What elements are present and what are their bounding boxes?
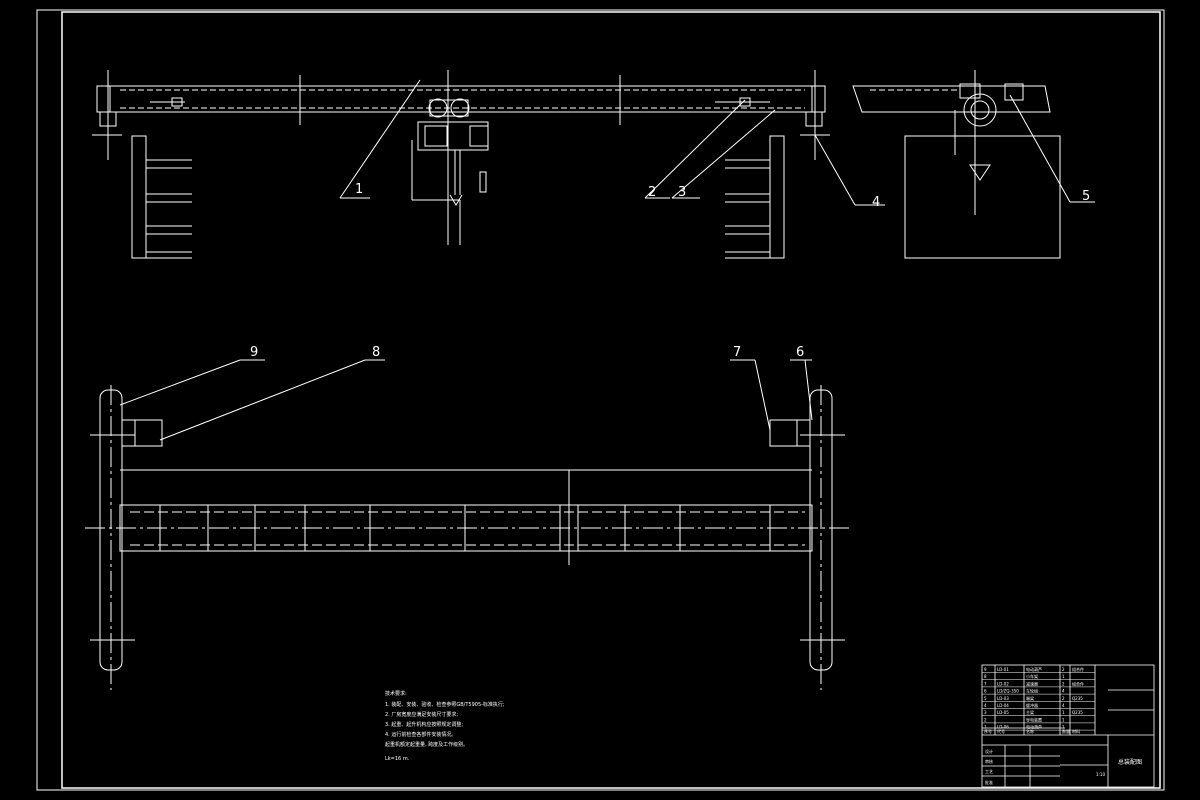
parts-cell: Q235 (1072, 710, 1083, 715)
parts-cell: 电动葫芦 (1026, 724, 1042, 730)
note-line: 2. 厂房宽度应满足安装尺寸要求; (385, 711, 458, 718)
parts-cell: 5 (984, 696, 987, 701)
parts-header-cell: 代号 (997, 728, 1005, 734)
parts-cell: LD-03 (997, 696, 1009, 701)
parts-cell: 车轮组 (1026, 688, 1038, 694)
title-block (981, 664, 1155, 788)
callout-3: 3 (678, 185, 686, 200)
callout-2: 2 (648, 185, 656, 200)
notes-footer: Lk=16 m. (385, 756, 410, 762)
parts-cell: 1 (1062, 725, 1065, 730)
parts-cell: 1 (1062, 674, 1065, 679)
parts-cell: LD/ZQ-350 (997, 689, 1019, 694)
leader-lines (119, 79, 1095, 441)
plan-view (85, 385, 850, 690)
callout-labels: 1 2 3 4 5 6 7 8 9 (250, 182, 1090, 360)
note-line: 起重机额定起重量, 跨度及工作级别。 (385, 741, 468, 748)
parts-cell: 3 (984, 710, 987, 715)
parts-cell: 导电装置 (1026, 716, 1042, 722)
signature-label: 设计 (985, 748, 993, 754)
callout-7: 7 (733, 345, 741, 360)
side-view (852, 70, 1061, 259)
parts-list: 9 LD-01 电动葫芦 2 组合件 8 小车架 1 7 LD-02 减速器 2 组合件 6 LD/ZQ-3… (982, 666, 1095, 734)
parts-cell: 1 (984, 725, 987, 730)
callout-6: 6 (796, 345, 804, 360)
outer-border (36, 9, 1165, 791)
scale-value: 1:10 (1096, 772, 1105, 777)
notes-heading: 技术要求: (385, 690, 407, 697)
parts-cell: 6 (984, 689, 987, 694)
parts-cell: 电动葫芦 (1026, 666, 1042, 672)
note-line: 4. 运行前检查各部件安装情况。 (385, 731, 456, 738)
parts-cell: 4 (984, 703, 987, 708)
front-view (92, 70, 830, 259)
signature-label: 工艺 (985, 769, 993, 774)
parts-cell: 2 (1062, 667, 1065, 672)
parts-cell: 4 (1062, 703, 1065, 708)
signature-label: 批准 (985, 779, 993, 785)
callout-1: 1 (355, 182, 363, 197)
parts-cell: 7 (984, 681, 987, 686)
parts-cell: 2 (1062, 696, 1065, 701)
signature-label: 审核 (985, 758, 993, 764)
parts-cell: Q235 (1072, 696, 1083, 701)
parts-cell: LD-06 (997, 725, 1009, 730)
parts-cell: 8 (984, 674, 987, 679)
note-line: 3. 起重、起升机构应按照规定调整; (385, 721, 463, 728)
parts-cell: 1 (1062, 717, 1065, 722)
inner-border (61, 11, 1161, 789)
callout-4: 4 (872, 195, 880, 210)
parts-header-cell: 数量 (1062, 728, 1070, 734)
parts-cell: 2 (1062, 681, 1065, 686)
parts-cell: LD-02 (997, 681, 1009, 686)
parts-cell: 2 (984, 717, 987, 722)
parts-cell: 组合件 (1072, 680, 1084, 686)
parts-cell: 减速器 (1026, 680, 1038, 686)
parts-cell: 端梁 (1026, 695, 1034, 701)
callout-5: 5 (1082, 189, 1090, 204)
callout-9: 9 (250, 345, 258, 360)
parts-cell: 小车架 (1026, 673, 1038, 679)
parts-cell: LD-01 (997, 667, 1009, 672)
title-block-text: 总装配图 1:10 设计 审核 工艺 批准 (985, 748, 1142, 785)
parts-cell: LD-05 (997, 710, 1009, 715)
parts-cell: LD-04 (997, 703, 1009, 708)
parts-cell: 1 (1062, 710, 1065, 715)
parts-cell: 9 (984, 667, 987, 672)
parts-header-cell: 材料 (1072, 728, 1080, 734)
parts-cell: 主梁 (1026, 709, 1034, 715)
drawing-title: 总装配图 (1118, 758, 1142, 766)
parts-header-cell: 名称 (1026, 728, 1034, 734)
callout-8: 8 (372, 345, 380, 360)
note-line: 1. 装配、安装、验收、检查参照GB/T5905-标准执行; (385, 701, 505, 708)
technical-notes: 技术要求: 1. 装配、安装、验收、检查参照GB/T5905-标准执行; 2. … (385, 690, 505, 762)
parts-header-cell: 序号 (984, 728, 992, 734)
parts-cell: 缓冲器 (1026, 702, 1038, 708)
parts-cell: 组合件 (1072, 666, 1084, 672)
parts-cell: 4 (1062, 689, 1065, 694)
